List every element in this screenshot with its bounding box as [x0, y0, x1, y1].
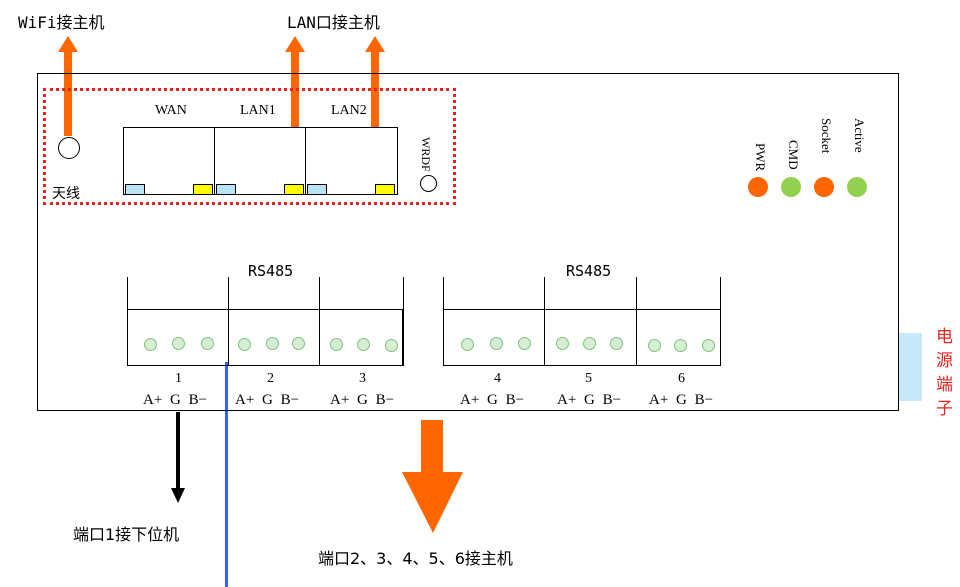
pin-b-minus — [702, 339, 715, 352]
pwr-led — [748, 177, 768, 197]
pin-g — [674, 339, 687, 352]
socket-led — [814, 177, 834, 197]
port-label-wan: WAN — [155, 103, 187, 118]
rs485-port-6[interactable] — [636, 309, 721, 366]
ethernet-port-wan[interactable] — [123, 127, 215, 195]
pin-labels-6: A+ G B− — [649, 392, 714, 408]
wifi-arrow — [58, 36, 78, 136]
pin-labels-3: A+ G B− — [330, 392, 395, 408]
wifi-host-label: WiFi接主机 — [18, 13, 105, 32]
rs485-right-divider — [636, 277, 637, 310]
port-number-5: 5 — [585, 371, 592, 386]
port-number-3: 3 — [359, 371, 366, 386]
wrdf-label: WRDF — [419, 137, 433, 172]
lan2-arrow — [365, 36, 385, 147]
pwr-label: PWR — [753, 143, 768, 172]
rs485-right-divider — [544, 277, 545, 310]
pin-a-plus — [648, 339, 661, 352]
activity-led-yellow — [193, 184, 213, 195]
rs485-left-divider — [127, 277, 128, 310]
pin-a-plus — [461, 338, 474, 351]
hosts-down-arrow — [402, 420, 463, 533]
rs485-port-3[interactable] — [319, 309, 404, 366]
pin-a-plus — [238, 338, 251, 351]
pin-g — [490, 337, 503, 350]
pin-a-plus — [144, 338, 157, 351]
port-number-6: 6 — [678, 371, 685, 386]
rs485-left-divider — [319, 277, 320, 310]
port-number-2: 2 — [267, 371, 274, 386]
pin-labels-1: A+ G B− — [143, 392, 208, 408]
socket-label: Socket — [819, 118, 834, 154]
port-label-lan1: LAN1 — [240, 103, 276, 118]
lan-host-label: LAN口接主机 — [287, 13, 380, 32]
pin-b-minus — [610, 337, 623, 350]
power-label-char-2: 源 — [936, 351, 953, 371]
ethernet-port-lan1[interactable] — [214, 127, 306, 195]
activity-led-yellow — [375, 184, 395, 195]
pin-g — [266, 337, 279, 350]
pin-labels-2: A+ G B− — [235, 392, 300, 408]
pin-g — [172, 337, 185, 350]
port1-slave-label: 端口1接下位机 — [73, 525, 180, 544]
port-number-4: 4 — [494, 371, 501, 386]
pin-g — [357, 338, 370, 351]
rs485-group-label-right: RS485 — [566, 262, 612, 280]
rs485-left-divider — [403, 277, 404, 310]
rs485-port-4[interactable] — [443, 309, 545, 366]
rs485-left-topline — [127, 309, 404, 310]
power-terminal[interactable] — [899, 333, 922, 401]
pin-labels-5: A+ G B− — [557, 392, 622, 408]
rs485-port-5[interactable] — [544, 309, 637, 366]
link-led-blue — [307, 184, 327, 195]
power-label-char-3: 端 — [936, 375, 953, 395]
pin-b-minus — [385, 339, 398, 352]
active-led — [847, 177, 867, 197]
antenna-label: 天线 — [52, 186, 80, 202]
rs485-left-divider — [228, 277, 229, 310]
device-panel — [37, 73, 899, 411]
pin-g — [583, 337, 596, 350]
network-section-border — [43, 88, 456, 205]
lan1-arrow — [285, 36, 305, 147]
pin-a-plus — [330, 338, 343, 351]
active-label: Active — [852, 118, 867, 153]
power-label-char-4: 子 — [936, 399, 953, 419]
pin-b-minus — [292, 337, 305, 350]
antenna-connector[interactable] — [58, 137, 80, 159]
ports-host-label: 端口2、3、4、5、6接主机 — [318, 549, 513, 568]
cmd-led — [781, 177, 801, 197]
power-label-char-1: 电 — [936, 327, 953, 347]
rs485-right-divider — [720, 277, 721, 310]
blue-cable-line — [225, 362, 228, 587]
port1-down-arrow — [171, 412, 185, 503]
rs485-port-2[interactable] — [228, 309, 320, 366]
link-led-blue — [216, 184, 236, 195]
activity-led-yellow — [284, 184, 304, 195]
pin-b-minus — [518, 337, 531, 350]
port-number-1: 1 — [175, 371, 182, 386]
link-led-blue — [125, 184, 145, 195]
rs485-port-1[interactable] — [127, 309, 229, 366]
wrdf-connector[interactable] — [420, 175, 437, 192]
rs485-right-divider — [443, 277, 444, 310]
pin-a-plus — [556, 337, 569, 350]
pin-labels-4: A+ G B− — [460, 392, 525, 408]
port-label-lan2: LAN2 — [331, 103, 367, 118]
ethernet-port-lan2[interactable] — [305, 127, 398, 195]
rs485-right-topline — [443, 309, 721, 310]
pin-b-minus — [201, 337, 214, 350]
cmd-label: CMD — [786, 140, 801, 170]
rs485-group-label-left: RS485 — [248, 262, 294, 280]
